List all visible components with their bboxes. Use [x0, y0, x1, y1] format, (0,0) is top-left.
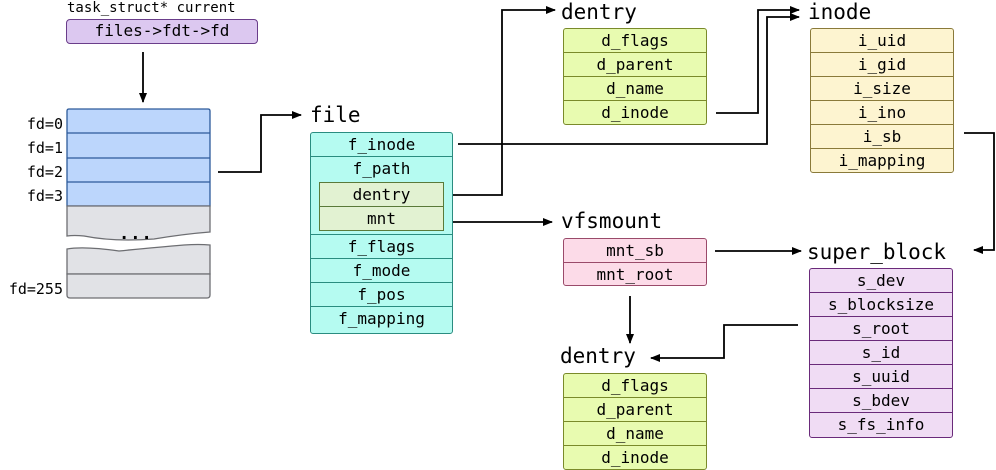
field-s-id: s_id — [810, 341, 952, 365]
super-block-struct: s_dev s_blocksize s_root s_id s_uuid s_b… — [809, 268, 953, 438]
dentry-top-struct: d_flags d_parent d_name d_inode — [563, 28, 707, 125]
fd-label-255: fd=255 — [8, 280, 63, 298]
field-path-mnt: mnt — [367, 209, 396, 228]
field-f-mapping: f_mapping — [338, 309, 425, 328]
field-d-name: d_name — [564, 422, 706, 446]
fd-label-3: fd=3 — [26, 187, 63, 205]
dentry-top-title: dentry — [561, 0, 637, 24]
fd-label-2: fd=2 — [26, 163, 63, 181]
inode-struct: i_uid i_gid i_size i_ino i_sb i_mapping — [810, 28, 954, 173]
field-d-inode: d_inode — [601, 448, 669, 467]
field-s-dev: s_dev — [810, 269, 952, 293]
arrow-s-root-to-dentry — [650, 324, 798, 362]
field-i-size: i_size — [811, 77, 953, 101]
arrow-fdtable-to-file — [218, 111, 302, 173]
field-s-blocksize: s_blocksize — [810, 293, 952, 317]
field-d-flags: d_flags — [564, 29, 706, 53]
fd-label-1: fd=1 — [26, 139, 63, 157]
field-mnt-sb: mnt_sb — [564, 239, 706, 263]
field-d-name: d_name — [564, 77, 706, 101]
field-d-inode: d_inode — [601, 103, 669, 122]
field-mnt-root: mnt_root — [596, 265, 674, 284]
field-i-uid: i_uid — [811, 29, 953, 53]
field-f-flags: f_flags — [311, 235, 452, 259]
field-f-inode: f_inode — [311, 133, 452, 157]
fd-label-0: fd=0 — [26, 115, 63, 133]
arrow-i-sb-to-super-block — [964, 132, 995, 254]
field-s-root: s_root — [810, 317, 952, 341]
field-i-mapping: i_mapping — [838, 151, 926, 170]
field-i-ino: i_ino — [811, 101, 953, 125]
arrow-file-dentry-to-dentry — [453, 6, 556, 196]
field-s-uuid: s_uuid — [810, 365, 952, 389]
field-s-bdev: s_bdev — [810, 389, 952, 413]
field-i-sb: i_sb — [811, 125, 953, 149]
dentry-bottom-title: dentry — [560, 344, 636, 368]
vfsmount-title: vfsmount — [561, 209, 663, 233]
vfsmount-struct: mnt_sb mnt_root — [563, 238, 707, 286]
task-struct-label: task_struct* current — [67, 0, 236, 16]
field-d-parent: d_parent — [564, 53, 706, 77]
field-d-flags: d_flags — [564, 374, 706, 398]
field-f-mode: f_mode — [311, 259, 452, 283]
field-f-path: f_path — [352, 159, 411, 178]
files-fdt-fd-expr: files->fdt->fd — [94, 21, 230, 40]
dentry-bottom-struct: d_flags d_parent d_name d_inode — [563, 373, 707, 470]
super-block-title: super_block — [807, 240, 947, 264]
fd-ellipsis: ... — [119, 224, 153, 244]
field-f-pos: f_pos — [311, 283, 452, 307]
arrow-d-inode-to-inode — [716, 6, 800, 114]
field-path-dentry: dentry — [320, 183, 443, 207]
arrow-f-inode-to-inode — [458, 13, 800, 145]
fd-table — [66, 108, 211, 299]
inode-title: inode — [808, 0, 872, 24]
file-title: file — [310, 103, 361, 127]
current-files-box: files->fdt->fd — [66, 19, 258, 44]
field-i-gid: i_gid — [811, 53, 953, 77]
field-s-fs-info: s_fs_info — [837, 415, 925, 434]
file-struct: f_inode f_path dentry mnt f_flags f_mode… — [310, 132, 453, 334]
f-path-substruct: dentry mnt — [319, 182, 444, 231]
field-d-parent: d_parent — [564, 398, 706, 422]
